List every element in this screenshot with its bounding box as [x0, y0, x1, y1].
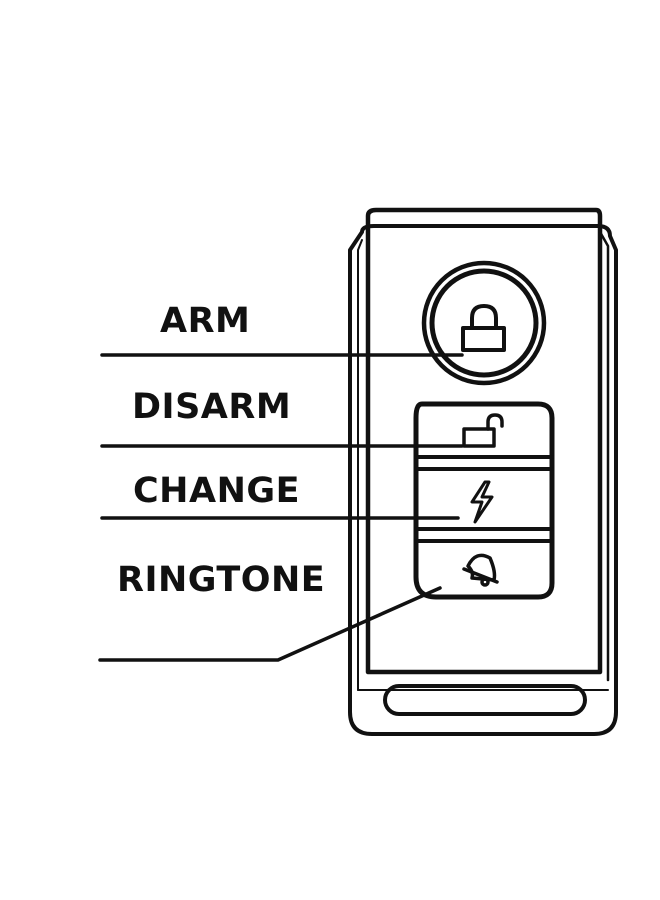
unlock-icon — [462, 413, 504, 448]
disarm-label: DISARM — [132, 387, 292, 427]
remote-front-face — [365, 207, 603, 675]
remote-outer-shell — [348, 224, 618, 736]
arm-button-outer-ring — [421, 260, 547, 386]
lock-icon — [461, 304, 506, 352]
lightning-icon — [470, 480, 494, 524]
remote-side-edge-left — [357, 239, 363, 691]
arm-label: ARM — [160, 301, 251, 341]
ringtone-leader-line — [98, 586, 442, 662]
bottom-slot — [383, 684, 587, 716]
ringtone-label: RINGTONE — [117, 560, 326, 600]
button-pad — [413, 401, 555, 600]
remote-side-edge — [598, 230, 610, 682]
arm-button — [429, 268, 539, 378]
bell-icon — [462, 553, 499, 587]
change-label: CHANGE — [133, 471, 300, 511]
